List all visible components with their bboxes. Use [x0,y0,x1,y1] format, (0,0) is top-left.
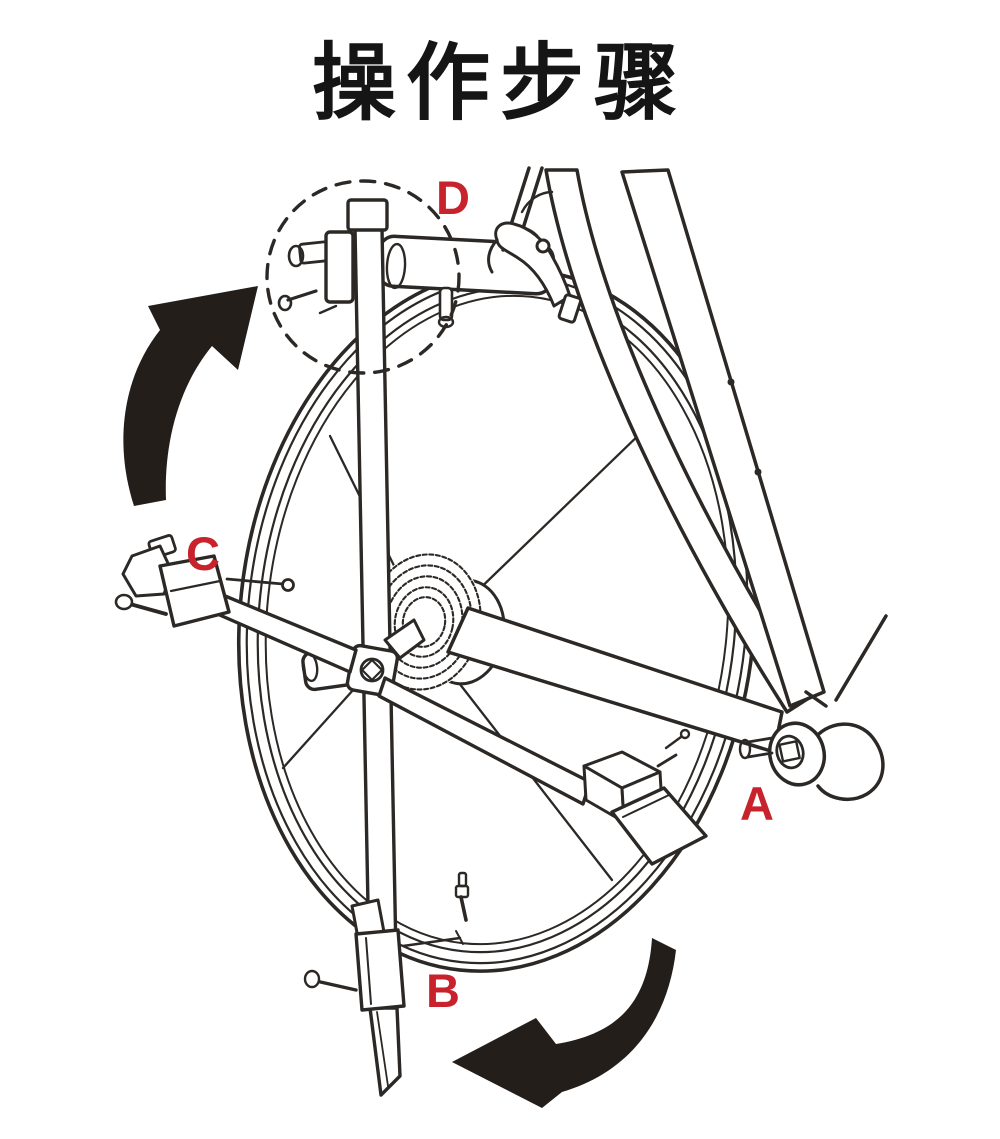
line-art [114,166,888,1097]
label-c: C [186,527,220,580]
alignment-gauge-tool [114,198,708,1097]
brake-caliper [487,190,583,324]
bike-frame [375,166,888,802]
gauge-clamp-d [277,230,355,315]
gauge-arm-a [377,676,708,866]
gauge-arm-c [114,534,358,674]
label-d: D [436,171,470,224]
label-a: A [740,777,774,830]
rotation-arrow-top-left-icon [123,286,258,506]
dashed-highlight-circle [265,179,461,375]
page-title: 操作步骤 [311,36,688,130]
valve-stem [454,871,470,922]
gauge-slider-b [303,898,464,1012]
axle-mount [738,721,827,787]
label-b: B [426,964,460,1017]
rotation-arrow-bottom-icon [452,938,676,1108]
